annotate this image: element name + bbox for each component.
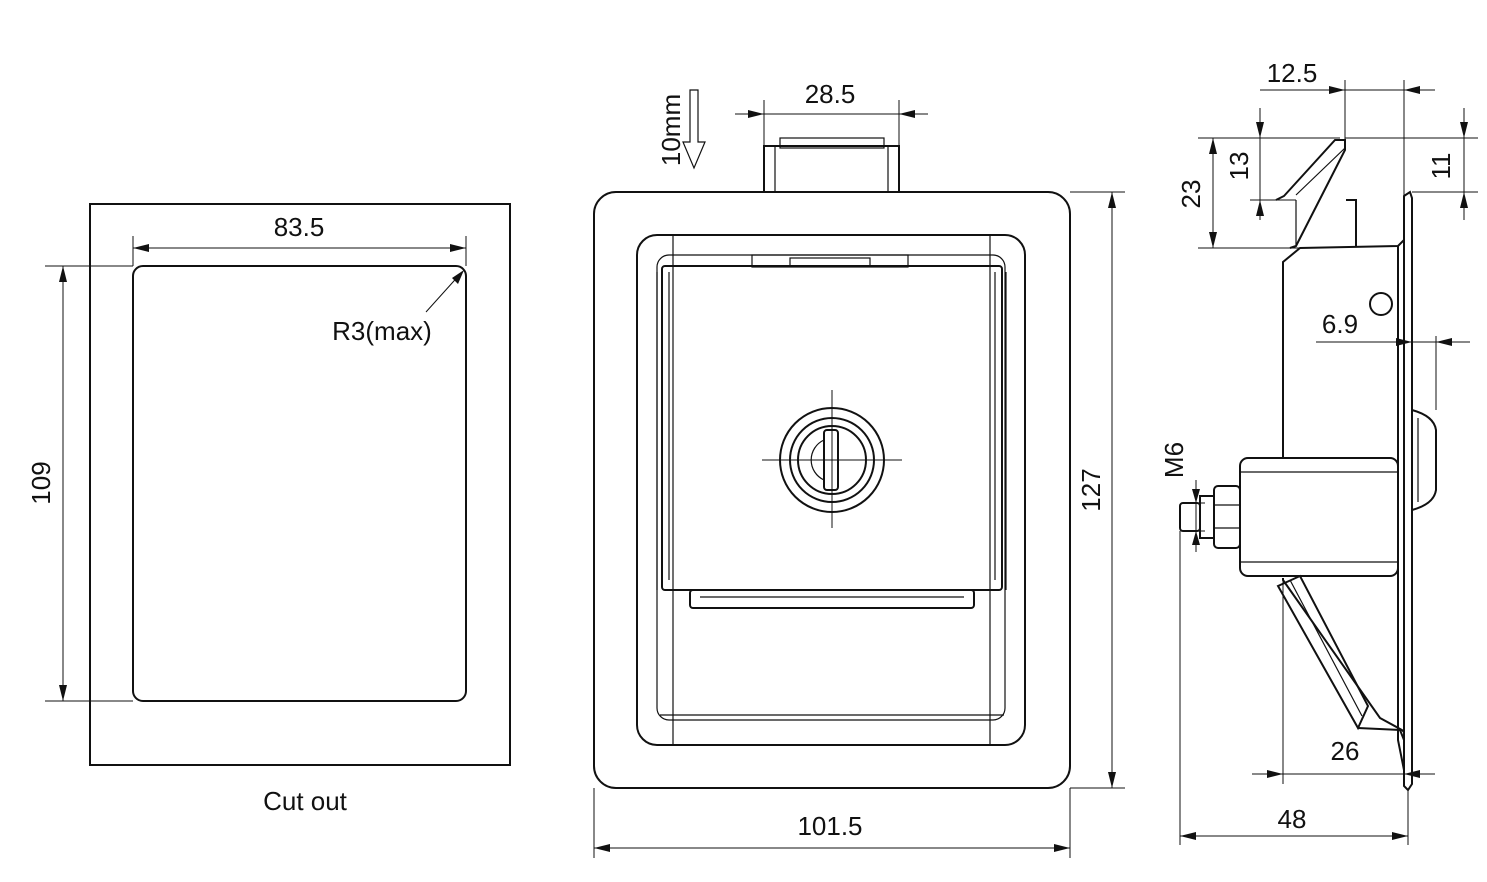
- side-thread-dimension: M6: [1159, 442, 1205, 552]
- side-height-23-dimension: 23: [1176, 137, 1340, 249]
- front-travel-label: 10mm: [656, 94, 686, 166]
- front-latch-tongue: [763, 137, 900, 193]
- side-thread-label: M6: [1159, 442, 1189, 478]
- front-paddle: [656, 254, 1007, 716]
- side-stud: [1179, 502, 1201, 532]
- front-width-dimension: 101.5: [593, 788, 1071, 858]
- side-height-23-label: 23: [1176, 180, 1206, 209]
- side-depth-26-dimension: 26: [1252, 580, 1435, 784]
- side-depth-26-label: 26: [1331, 736, 1360, 766]
- front-recess-outer: [636, 234, 1026, 746]
- front-travel-indicator: 10mm: [656, 89, 706, 170]
- front-top-width-dimension: 28.5: [735, 79, 928, 146]
- side-top-offset-label: 12.5: [1267, 58, 1318, 88]
- front-height-dimension: 127: [1070, 191, 1125, 789]
- cutout-height-dimension: 109: [26, 265, 133, 702]
- front-height-label: 127: [1076, 468, 1106, 511]
- side-height-13-dimension: 13: [1224, 108, 1296, 220]
- lock-cylinder-icon: [762, 390, 902, 528]
- cutout-caption: Cut out: [263, 786, 348, 816]
- side-handle-lever: [1276, 574, 1370, 731]
- side-latch-tongue: [1275, 139, 1346, 249]
- cutout-width-label: 83.5: [274, 212, 325, 242]
- side-flange: [1403, 190, 1413, 792]
- side-depth-48-dimension: 48: [1179, 531, 1409, 845]
- front-recess-inner: [656, 254, 1006, 721]
- side-cam-block: [1239, 457, 1399, 577]
- front-top-width-label: 28.5: [805, 79, 856, 109]
- side-nut: [1213, 485, 1241, 549]
- side-height-11-label: 11: [1426, 153, 1456, 180]
- side-gap-dimension: 6.9: [1316, 309, 1470, 410]
- side-lock-cylinder: [1411, 409, 1437, 511]
- cutout-view: 83.5 109 R3(max) Cut out: [26, 203, 511, 816]
- cutout-radius-label: R3(max): [332, 316, 432, 346]
- side-depth-48-label: 48: [1278, 804, 1307, 834]
- side-pivot-hole: [1369, 292, 1393, 316]
- cutout-opening: [132, 265, 467, 702]
- side-body-top: [1282, 239, 1405, 458]
- side-view: 12.5 23 13 11: [1159, 58, 1478, 845]
- cutout-radius-leader: R3(max): [332, 270, 464, 346]
- key-slot: [823, 429, 839, 491]
- side-gap-label: 6.9: [1322, 309, 1358, 339]
- cutout-panel: [89, 203, 511, 766]
- side-top-offset-dimension: 12.5: [1260, 58, 1435, 196]
- front-paddle-grip: [689, 589, 975, 609]
- side-height-11-dimension: 11: [1345, 108, 1478, 220]
- side-height-13-label: 13: [1224, 152, 1254, 181]
- cutout-height-label: 109: [26, 461, 56, 504]
- down-arrow-icon: [682, 89, 706, 170]
- cutout-width-dimension: 83.5: [132, 212, 467, 266]
- front-view: 10mm 28.5 127 101.5: [593, 79, 1125, 858]
- front-width-label: 101.5: [797, 811, 862, 841]
